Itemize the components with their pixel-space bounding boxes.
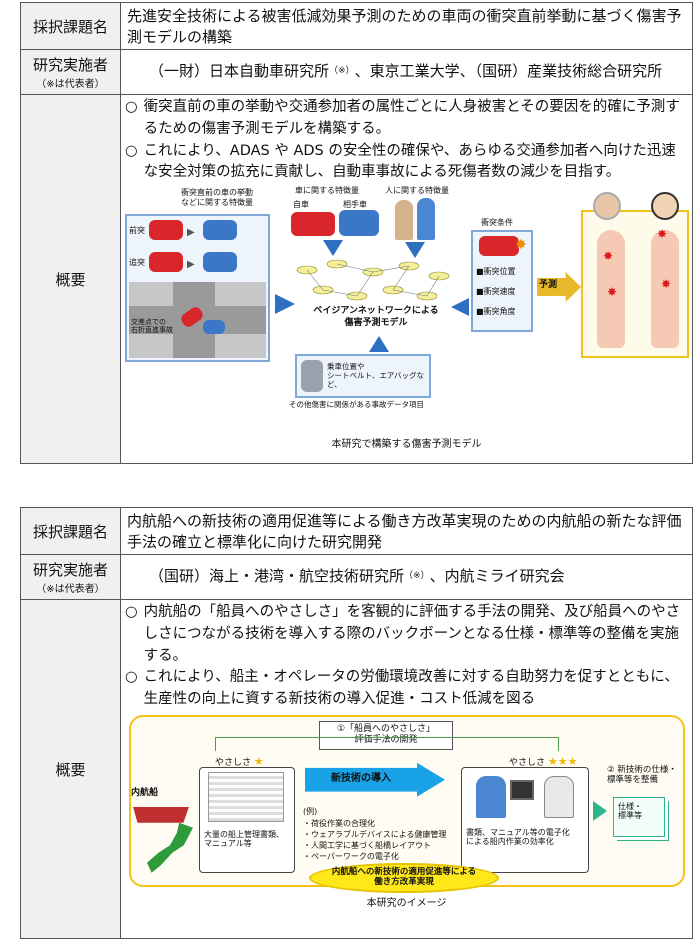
car-blue-icon [203, 320, 225, 334]
digitized-label: 書類、マニュアル等の電子化 による船内作業の効率化 [466, 827, 570, 847]
bullet-item: ○これにより、船主・オペレータの労働環境改善に対する自助努力を促すとともに、生産… [125, 669, 679, 707]
other-factors-label: その他傷害に関係がある事故データ項目 [289, 400, 424, 409]
injury-mark-icon: ✸ [661, 277, 672, 291]
body-icon [597, 230, 625, 348]
arrow-right-icon: ▶ [187, 259, 195, 270]
predict-label: 予測 [539, 280, 558, 290]
bracket-line [215, 736, 559, 751]
project-title: 内航船への新技術の適用促進等による働き方改革実現のための内航船の新たな評価手法の… [127, 512, 682, 551]
label-org: 研究実施者 （※は代表者） [21, 555, 121, 599]
arrow-left-icon [451, 298, 469, 316]
worker-icon [544, 775, 574, 818]
collision-item: ■衝突速度 [476, 287, 516, 296]
star-icon: ★★★ [547, 754, 578, 768]
arrow-right-icon [593, 800, 607, 821]
work-reform-figure: ①「船員へのやさしさ」 評価手法の開発 やさしさ ★ 内航船 大量の船上管理書類… [125, 714, 688, 893]
front-label: 前突 [129, 226, 145, 235]
injury-body-box: ✸ ✸ ✸ ✸ [581, 192, 689, 358]
injury-mark-icon: ✸ [607, 285, 618, 299]
rear-label: 追突 [129, 258, 145, 267]
behavior-box: 前突 ▶ 追突 ▶ 交差点での 右折直進事故 [125, 214, 270, 362]
org-cell: （一財）日本自動車研究所（※）、東京工業大学、（国研）産業技術総合研究所 [149, 62, 663, 81]
crash-car-icon [479, 236, 519, 256]
label-title: 採択課題名 [21, 3, 121, 49]
star-icon: ★ [253, 754, 264, 768]
car-blue-icon [339, 210, 379, 236]
injury-mark-icon: ✸ [603, 249, 614, 263]
spec-doc-label: 仕様・ 標準等 [618, 801, 642, 821]
intersection-label: 交差点での 右折直進事故 [131, 318, 173, 335]
reform-oval: 内航船への新技術の適用促進等による 働き方改革実現 [309, 862, 499, 893]
digital-work-bubble: 書類、マニュアル等の電子化 による船内作業の効率化 [461, 766, 589, 873]
eval-method-box: ①「船員へのやさしさ」 評価手法の開発 [319, 720, 453, 751]
car-red-icon [291, 212, 335, 236]
bullet-item: ○内航船の「船員へのやさしさ」を客観的に評価する手法の開発、及び船員へのやさしさ… [125, 604, 681, 664]
example-item: ・人間工学に基づく船橋レイアウト [303, 840, 431, 850]
elderly-face-icon [593, 192, 621, 220]
car-blue-icon [203, 220, 237, 240]
kindness-label: やさしさ ★★★ [509, 754, 578, 768]
worker-icon [476, 775, 506, 818]
child-face-icon [651, 192, 679, 220]
arrow-down-icon [323, 240, 343, 256]
summary-cell: ○衝突直前の車の挙動や交通参加者の属性ごとに人身被害とその要因を的確に予測するた… [121, 95, 692, 463]
org-cell: （国研）海上・港湾・航空技術研究所（※）、内航ミライ研究会 [149, 567, 565, 586]
occupant-label: 乗車位置や シートベルト、エアバッグなど、 [327, 362, 425, 389]
spec-label: ② 新技術の仕様・ 標準等を整備 [607, 764, 677, 785]
left-box-title: 衝突直前の車の挙動 などに関する特徴量 [181, 188, 253, 207]
summary-cell: ○内航船の「船員へのやさしさ」を客観的に評価する手法の開発、及び船員へのやさしさ… [121, 600, 692, 938]
project-title: 先進安全技術による被害低減効果予測のための車両の衝突直前挙動に基づく傷害予測モデ… [127, 7, 682, 46]
elderly-person-icon [395, 200, 413, 240]
model-label: ベイジアンネットワークによる 傷害予測モデル [313, 306, 439, 328]
own-car-label: 自車 [293, 200, 309, 209]
examples-title: (例) [303, 806, 318, 816]
collision-title: 衝突条件 [481, 218, 513, 227]
paper-stack-bubble: 大量の船上管理書類、 マニュアル等 [199, 766, 295, 873]
project-table-2: 採択課題名 内航船への新技術の適用促進等による働き方改革実現のための内航船の新た… [20, 507, 693, 939]
car-red-icon [149, 220, 183, 240]
arrow-up-icon [369, 336, 389, 352]
kindness-label: やさしさ ★ [215, 754, 264, 768]
bayesian-network-graph [296, 259, 450, 301]
vehicle-features-label: 車に関する特徴量 [295, 186, 359, 195]
ship-label: 内航船 [131, 787, 159, 798]
injury-mark-icon: ✸ [657, 227, 668, 241]
project-table-1: 採択課題名 先進安全技術による被害低減効果予測のための車両の衝突直前挙動に基づく… [20, 2, 693, 464]
adult-person-icon [417, 198, 435, 240]
collision-item: ■衝突位置 [476, 267, 516, 276]
intersection-map: 交差点での 右折直進事故 [129, 282, 266, 358]
ship-icon [133, 806, 189, 823]
arrow-down-icon [405, 242, 425, 258]
other-car-label: 相手車 [343, 200, 367, 209]
paper-stack-icon [208, 771, 284, 822]
monitor-icon [510, 779, 534, 800]
occupant-box: 乗車位置や シートベルト、エアバッグなど、 [295, 354, 431, 398]
bullet-item: ○衝突直前の車の挙動や交通参加者の属性ごとに人身被害とその要因を的確に予測するた… [125, 99, 680, 137]
car-seat-icon [301, 360, 323, 392]
figure-caption: 本研究のイメージ [366, 897, 447, 909]
injury-model-figure: 衝突直前の車の挙動 などに関する特徴量 前突 ▶ 追突 ▶ 交差 [125, 186, 689, 436]
paper-mgmt-label: 大量の船上管理書類、 マニュアル等 [204, 829, 284, 849]
body-icon [651, 230, 679, 348]
new-tech-label: 新技術の導入 [331, 772, 391, 784]
arrow-right-icon: ▶ [187, 227, 195, 238]
collision-item: ■衝突角度 [476, 307, 516, 316]
collision-box: ✸ ■衝突位置 ■衝突速度 ■衝突角度 [471, 230, 533, 332]
arrow-right-icon [275, 294, 295, 314]
person-features-label: 人に関する特徴量 [385, 186, 449, 195]
spec-doc-icon: 仕様・ 標準等 [613, 796, 665, 837]
figure-caption: 本研究で構築する傷害予測モデル [331, 439, 482, 450]
bullet-item: ○これにより、ADAS や ADS の安全性の確保や、あらゆる交通参加者へ向けた… [125, 142, 676, 181]
new-tech-arrow [305, 762, 445, 797]
label-summary: 概要 [21, 600, 121, 938]
example-item: ・ペーパーワークの電子化 [303, 851, 399, 861]
impact-icon: ✸ [515, 237, 527, 253]
label-org: 研究実施者 （※は代表者） [21, 50, 121, 94]
label-summary: 概要 [21, 95, 121, 463]
label-title: 採択課題名 [21, 508, 121, 554]
example-item: ・荷役作業の合理化 [303, 818, 375, 828]
car-blue-icon [203, 252, 237, 272]
car-red-icon [149, 252, 183, 272]
example-item: ・ウェアラブルデバイスによる健康管理 [303, 829, 447, 839]
